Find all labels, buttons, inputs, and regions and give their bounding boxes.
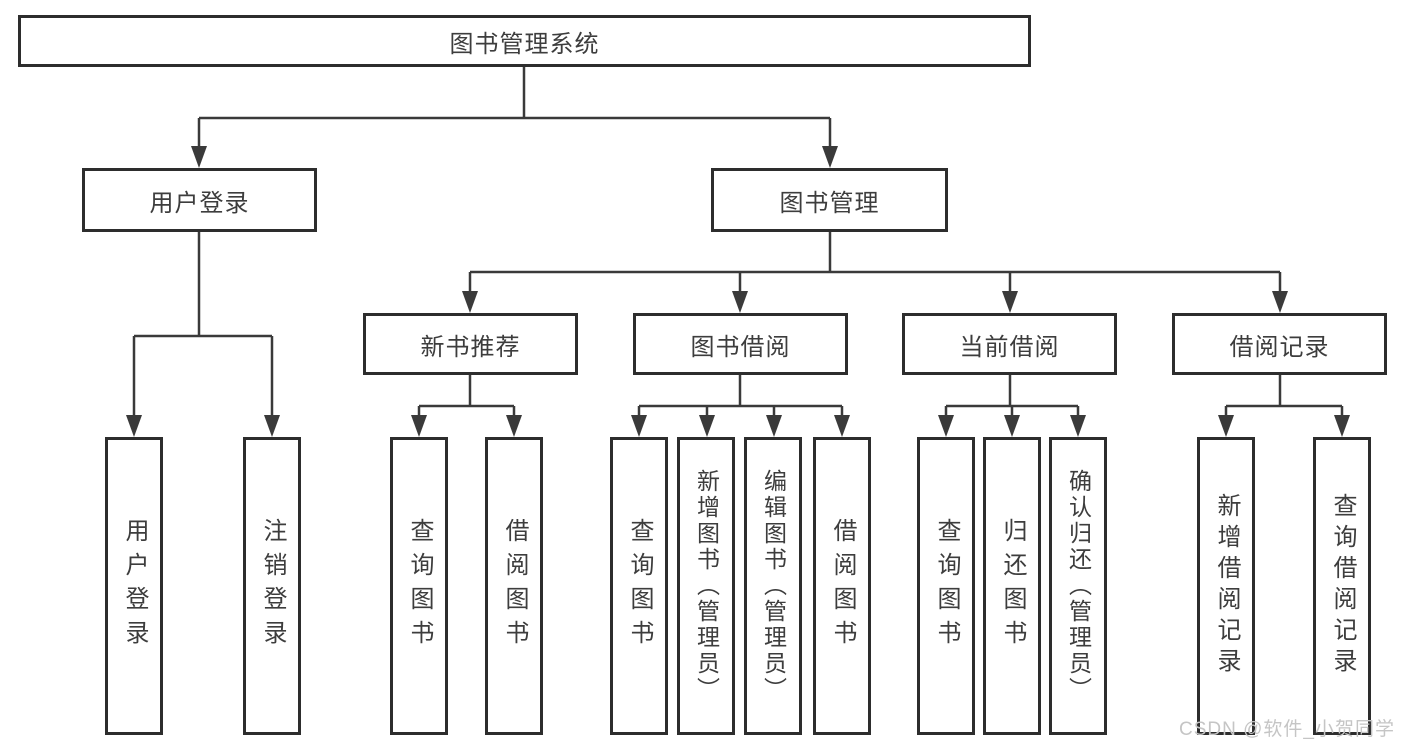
leaf-return-books: 归还图书 [983, 437, 1041, 735]
arrow-down-icon [126, 415, 142, 437]
leaf-edit-books-admin: 编辑图书（管理员） [744, 437, 802, 735]
arrow-down-icon [1334, 415, 1350, 437]
node-label: 图书管理系统 [449, 30, 600, 58]
arrow-down-icon [1218, 415, 1234, 437]
node-label: 借阅图书 [829, 518, 856, 654]
arrow-down-icon [938, 415, 954, 437]
node-label: 借阅图书 [501, 518, 528, 654]
leaf-query-books-borrow: 查询图书 [610, 437, 668, 735]
arrow-down-icon [1002, 291, 1018, 313]
arrow-down-icon [1004, 415, 1020, 437]
node-label: 归还图书 [999, 518, 1026, 654]
arrow-down-icon [766, 415, 782, 437]
leaf-borrow-books-recommend: 借阅图书 [485, 437, 543, 735]
node-label: 图书管理 [779, 189, 880, 217]
arrow-down-icon [506, 415, 522, 437]
arrow-down-icon [411, 415, 427, 437]
node-label: 查询借阅记录 [1329, 493, 1356, 679]
arrowheads [126, 146, 1350, 437]
csdn-watermark: CSDN @软件_小贺同学 [1179, 719, 1395, 740]
node-label: 查询图书 [933, 518, 960, 654]
leaf-logout-login: 注销登录 [243, 437, 301, 735]
node-current-borrowing: 当前借阅 [902, 313, 1117, 375]
node-label: 注销登录 [259, 518, 286, 654]
arrow-down-icon [264, 415, 280, 437]
node-library-management-system: 图书管理系统 [18, 15, 1031, 67]
leaf-query-borrow-record: 查询借阅记录 [1313, 437, 1371, 735]
connector-bookborrow-to-leaves [637, 375, 844, 416]
leaf-user-login: 用户登录 [105, 437, 163, 735]
node-label: 编辑图书（管理员） [760, 469, 787, 703]
node-label: 用户登录 [121, 518, 148, 654]
connector-bookmgmt-to-level3 [468, 232, 1282, 292]
node-book-borrowing: 图书借阅 [633, 313, 848, 375]
leaf-borrow-books: 借阅图书 [813, 437, 871, 735]
arrow-down-icon [1070, 415, 1086, 437]
connector-newbook-to-leaves [417, 375, 516, 416]
node-label: 图书借阅 [690, 333, 791, 361]
arrow-down-icon [1272, 291, 1288, 313]
node-label: 当前借阅 [959, 333, 1060, 361]
node-label: 查询图书 [626, 518, 653, 654]
node-new-book-recommendation: 新书推荐 [363, 313, 578, 375]
node-label: 新书推荐 [420, 333, 521, 361]
node-label: 新增图书（管理员） [693, 469, 720, 703]
leaf-add-books-admin: 新增图书（管理员） [677, 437, 735, 735]
node-user-login: 用户登录 [82, 168, 317, 232]
connector-userlogin-to-leaves [132, 232, 274, 416]
connector-currentborrow-to-leaves [944, 375, 1080, 416]
node-label: 用户登录 [149, 189, 250, 217]
leaf-query-books-current: 查询图书 [917, 437, 975, 735]
connector-records-to-leaves [1224, 375, 1344, 416]
node-label: 新增借阅记录 [1213, 493, 1240, 679]
node-label: 查询图书 [406, 518, 433, 654]
leaf-query-books-recommend: 查询图书 [390, 437, 448, 735]
arrow-down-icon [699, 415, 715, 437]
node-book-management: 图书管理 [711, 168, 948, 232]
arrow-down-icon [822, 146, 838, 168]
arrow-down-icon [462, 291, 478, 313]
node-label: 确认归还（管理员） [1065, 469, 1092, 703]
connector-root-to-level2 [197, 67, 832, 147]
arrow-down-icon [191, 146, 207, 168]
node-borrowing-records: 借阅记录 [1172, 313, 1387, 375]
leaf-add-borrow-record: 新增借阅记录 [1197, 437, 1255, 735]
leaf-confirm-return-admin: 确认归还（管理员） [1049, 437, 1107, 735]
arrow-down-icon [834, 415, 850, 437]
arrow-down-icon [631, 415, 647, 437]
arrow-down-icon [732, 291, 748, 313]
node-label: 借阅记录 [1229, 333, 1330, 361]
